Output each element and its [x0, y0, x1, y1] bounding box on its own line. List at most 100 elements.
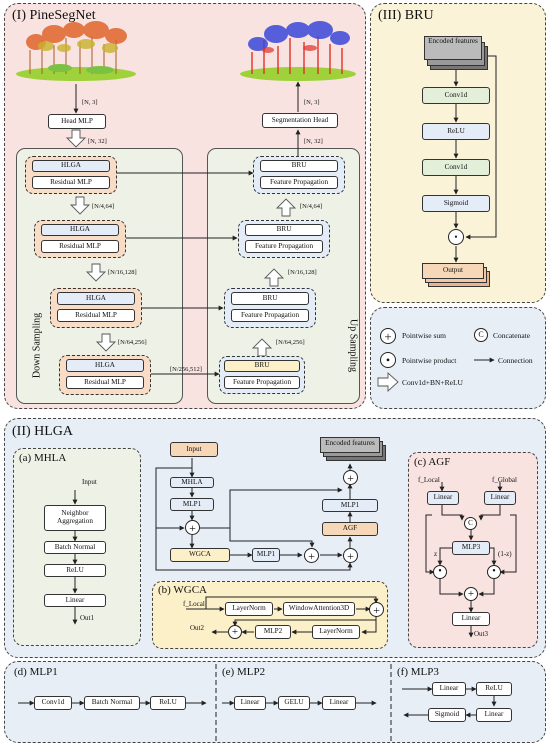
head-mlp-box: Head MLP	[48, 114, 106, 129]
legend-concat-label: Concatenate	[493, 331, 531, 340]
hlga-encoded-stack	[320, 437, 388, 463]
output-point-cloud	[240, 21, 356, 81]
mhla-batch-normal: Batch Normal	[44, 541, 106, 554]
down4-residual-mlp: Residual MLP	[66, 376, 144, 389]
mlp3-def-linear-2: Linear	[476, 708, 512, 722]
down2-residual-mlp: Residual MLP	[41, 240, 119, 253]
seg-out-shape-label: [N, 3]	[304, 99, 320, 106]
hlga-sum-1: +	[185, 520, 200, 535]
legend-product-label: Pointwise product	[402, 356, 457, 365]
mlp2-def-gelu: GELU	[278, 696, 310, 710]
bru-relu: ReLU	[422, 123, 490, 140]
mlp3-def-sigmoid: Sigmoid	[428, 708, 466, 722]
agf-sum-icon: +	[464, 587, 478, 601]
wgca-out-label: Out2	[190, 624, 204, 632]
mhla-input-label: Input	[82, 478, 97, 486]
hlga-sum-2: +	[304, 548, 319, 563]
wgca-sum-2: +	[228, 625, 242, 639]
wgca-window-attention: WindowAttention3D	[283, 602, 355, 616]
hlga-mlp1-a: MLP1	[170, 498, 214, 511]
bru-encoded-label: Encoded features	[428, 37, 478, 46]
up-shape-low: [N/64,256]	[276, 339, 305, 346]
input-point-cloud	[16, 21, 136, 81]
agf-linear-global: Linear	[484, 491, 516, 505]
legend-sum-label: Pointwise sum	[402, 331, 446, 340]
mlp1-def-conv1d: Conv1d	[34, 696, 72, 710]
mlp3-def-linear-1: Linear	[432, 682, 466, 696]
hlga-mlp1-b: MLP1	[252, 548, 280, 562]
hlga-wgca-box: WGCA	[170, 548, 230, 562]
input-shape-label: [N, 3]	[82, 99, 98, 106]
bru-conv1d-2: Conv1d	[422, 159, 490, 176]
up1-bru: BRU	[260, 160, 338, 172]
legend-concat-icon: C	[474, 328, 488, 342]
hlga-input-box: Input	[170, 442, 218, 457]
down2-hlga: HLGA	[41, 224, 119, 236]
mlp2-def-linear-2: Linear	[322, 696, 356, 710]
down-shape-2: [N/16,128]	[108, 269, 137, 276]
up4-bru: BRU	[224, 360, 300, 372]
up3-bru: BRU	[231, 292, 309, 305]
down1-hlga: HLGA	[32, 160, 110, 172]
head-shape-label: [N, 32]	[88, 138, 107, 145]
hlga-mlp1-c: MLP1	[322, 499, 378, 512]
bru-output-label: Output	[443, 266, 463, 275]
agf-z-label: z	[434, 550, 438, 558]
hlga-sum-4: +	[343, 470, 358, 485]
up2-feature-propagation: Feature Propagation	[245, 240, 323, 253]
agf-out-label: Out3	[474, 630, 488, 638]
bru-conv1d-1: Conv1d	[422, 87, 490, 104]
legend-product-icon: •	[380, 352, 396, 368]
seg-in-shape-label: [N, 32]	[304, 138, 323, 145]
wgca-mlp2: MLP2	[255, 625, 291, 639]
mhla-neighbor-aggregation: Neighbor Aggregation	[44, 505, 106, 531]
down-shape-1: [N/4,64]	[92, 203, 115, 210]
up2-bru: BRU	[245, 224, 323, 236]
mhla-relu: ReLU	[44, 564, 106, 577]
agf-linear-out: Linear	[452, 612, 490, 626]
up4-feature-propagation: Feature Propagation	[224, 376, 300, 389]
mlp2-def-linear-1: Linear	[234, 696, 266, 710]
agf-product-left: •	[433, 565, 447, 579]
wgca-sum-1: +	[369, 602, 384, 617]
wgca-layernorm-1: LayerNorm	[225, 602, 273, 616]
bru-output-stack	[422, 263, 492, 289]
agf-f-local-label: f_Local	[418, 476, 440, 484]
up-shape-top: [N/4,64]	[300, 203, 323, 210]
agf-concat-icon: C	[464, 517, 477, 530]
mlp1-def-relu: ReLU	[150, 696, 186, 710]
mlp1-def-title: (d) MLP1	[14, 666, 58, 678]
agf-f-global-label: f_Global	[492, 476, 517, 484]
mlp2-def-title: (e) MLP2	[222, 666, 266, 678]
hlga-sum-3: +	[343, 548, 358, 563]
mhla-out-label: Out1	[80, 614, 94, 622]
down3-hlga: HLGA	[57, 292, 135, 305]
bru-sigmoid: Sigmoid	[422, 195, 490, 212]
hlga-mhla-box: MHLA	[170, 477, 214, 488]
mlp1-def-batch-normal: Batch Normal	[84, 696, 140, 710]
agf-mlp3: MLP3	[452, 541, 490, 555]
legend-connection-label: Connection	[498, 356, 533, 365]
pinesegnet-title: (I) PineSegNet	[12, 8, 96, 23]
bru-title: (III) BRU	[378, 8, 434, 23]
mlp3-def-title: (f) MLP3	[397, 666, 439, 678]
agf-linear-local: Linear	[427, 491, 459, 505]
up1-feature-propagation: Feature Propagation	[260, 176, 338, 189]
hlga-encoded-label: Encoded features	[325, 439, 375, 448]
mhla-linear: Linear	[44, 594, 106, 607]
wgca-title: (b) WGCA	[158, 584, 207, 596]
mhla-title: (a) MHLA	[19, 452, 67, 464]
segmentation-head-box: Segmentation Head	[262, 113, 338, 128]
bottom-shape: [N/256,512]	[170, 366, 202, 373]
down1-residual-mlp: Residual MLP	[32, 176, 110, 189]
down4-hlga: HLGA	[66, 359, 144, 372]
hlga-agf-box: AGF	[322, 522, 378, 536]
agf-one-minus-z-label: (1-z)	[498, 550, 512, 558]
agf-product-right: •	[487, 565, 501, 579]
wgca-layernorm-2: LayerNorm	[312, 625, 360, 639]
down3-residual-mlp: Residual MLP	[57, 309, 135, 322]
bru-encoded-stack	[424, 36, 488, 70]
up-shape-mid: [N/16,128]	[288, 269, 317, 276]
hlga-title: (II) HLGA	[12, 424, 74, 439]
